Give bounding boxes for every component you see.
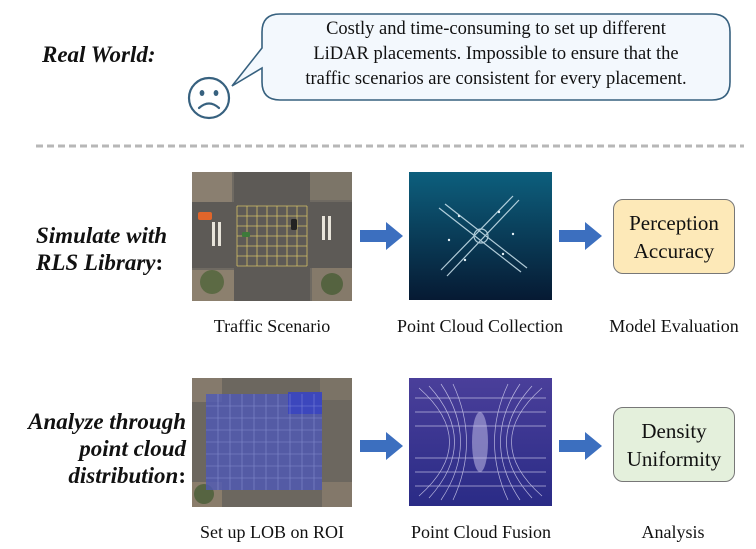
speech-bubble — [231, 13, 731, 101]
bubble-line: LiDAR placements. Impossible to ensure t… — [313, 44, 679, 64]
real-world-label: Real World: — [42, 42, 156, 67]
point-cloud-fusion-image — [409, 378, 552, 506]
bubble-text: Costly and time-consuming to set up diff… — [262, 17, 730, 92]
caption-point-cloud-fusion: Point Cloud Fusion — [410, 522, 552, 542]
section-divider — [36, 144, 744, 148]
result-line: Uniformity — [626, 446, 722, 471]
caption-traffic-scenario: Traffic Scenario — [213, 316, 331, 336]
caption-analysis: Analysis — [641, 522, 705, 542]
sad-face-icon — [187, 76, 231, 120]
arrow-icon — [360, 432, 403, 460]
perception-accuracy-box: Perception Accuracy — [613, 199, 735, 274]
bubble-line: traffic scenarios are consistent for eve… — [305, 69, 687, 89]
lob-roi-image — [192, 378, 352, 507]
simulate-label: Simulate with RLS Library: — [36, 223, 168, 275]
result-line: Perception — [629, 210, 719, 235]
arrow-icon — [360, 222, 403, 250]
caption-model-evaluation: Model Evaluation — [609, 316, 739, 336]
point-cloud-collection-image — [409, 172, 552, 300]
result-line: Density — [641, 418, 707, 443]
caption-point-cloud-collection: Point Cloud Collection — [396, 316, 563, 336]
result-line: Accuracy — [633, 238, 715, 263]
density-uniformity-box: Density Uniformity — [613, 407, 735, 482]
bubble-line: Costly and time-consuming to set up diff… — [326, 19, 666, 39]
arrow-icon — [559, 432, 602, 460]
caption-set-up-lob: Set up LOB on ROI — [200, 522, 344, 542]
analyze-label: Analyze through point cloud distribution… — [28, 409, 186, 488]
arrow-icon — [559, 222, 602, 250]
traffic-scenario-image — [192, 172, 352, 301]
